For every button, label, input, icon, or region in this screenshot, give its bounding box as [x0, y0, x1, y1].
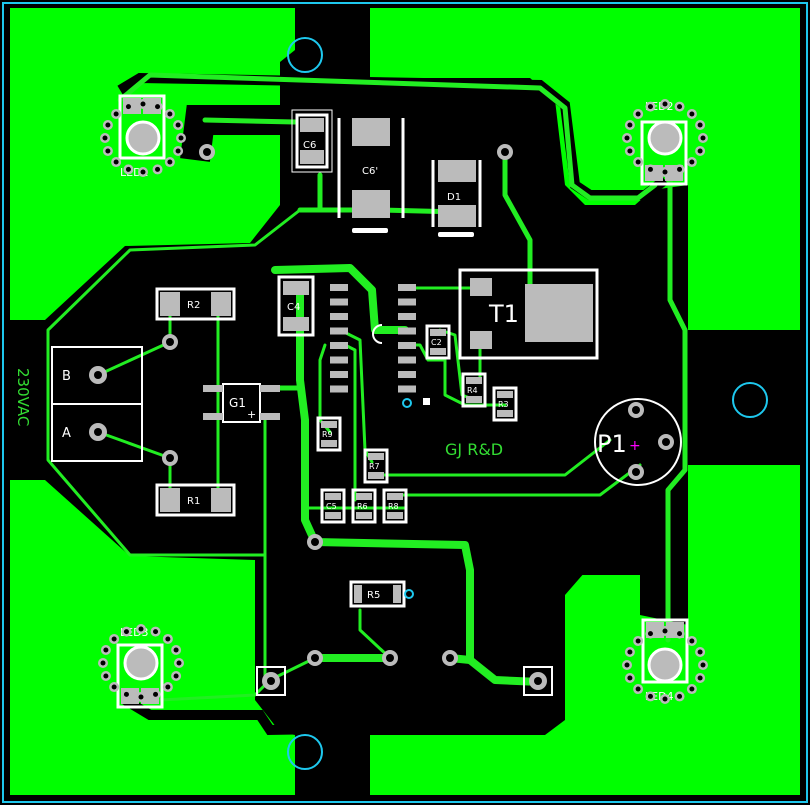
voltage-label: 230VAC: [14, 368, 32, 426]
c2-label: C2: [431, 338, 442, 347]
component-r8: R8: [382, 488, 408, 524]
ic-pin: [330, 342, 348, 349]
r3-label: R3: [498, 400, 509, 409]
copper-pour-top-left: [10, 8, 295, 320]
component-r9: R9: [316, 416, 342, 452]
vias: [162, 144, 513, 666]
terminal-b-label: B: [62, 369, 71, 384]
capacitor-c6: C6: [291, 109, 333, 173]
mounting-hole-bottom: [287, 734, 323, 770]
r1-label: R1: [187, 496, 200, 507]
terminal-a-label: A: [62, 426, 71, 441]
c4-label: C4: [287, 302, 300, 313]
mounting-hole-top: [287, 37, 323, 73]
c6-label: C6: [303, 140, 316, 151]
ic-pin: [398, 327, 416, 335]
pad-j1: [256, 666, 286, 696]
r7-label: R7: [369, 462, 380, 471]
t1-label: T1: [488, 300, 519, 328]
led-thermal-vias: [100, 99, 186, 177]
ic-pin: [398, 284, 416, 291]
copper-pours: [10, 8, 800, 795]
c5-label: C5: [326, 502, 337, 511]
pad-j2: [523, 666, 553, 696]
r9-label: R9: [322, 430, 333, 439]
ic-pin: [398, 298, 416, 306]
ic-pin: [330, 327, 348, 335]
ic-pin: [330, 313, 348, 320]
r4-label: R4: [467, 386, 478, 395]
traces: [46, 72, 688, 702]
svg-text:+: +: [247, 408, 256, 421]
pin1-square: [423, 398, 430, 405]
board-title: GJ R&D: [445, 440, 503, 459]
component-c2: C2: [425, 324, 451, 360]
component-c5: C5: [320, 488, 346, 524]
r2-label: R2: [187, 300, 200, 311]
ic-pin: [330, 385, 348, 393]
ic-pin: [398, 356, 416, 364]
ic-pin: [398, 313, 416, 320]
resistor-r1: R1: [155, 483, 236, 517]
ic-soic: [330, 284, 416, 393]
led-thermal-vias: [622, 99, 708, 177]
led-thermal-vias: [622, 626, 708, 704]
component-r4: R4: [461, 372, 487, 408]
terminal-block: B A: [51, 346, 143, 462]
copper-pour-top-right: [370, 8, 800, 330]
svg-text:+: +: [629, 438, 641, 454]
ic-pin: [330, 371, 348, 378]
potentiometer-p1: P1 +: [594, 398, 682, 486]
diode-d1: D1: [431, 160, 482, 237]
d1-label: D1: [447, 192, 461, 203]
r6-label: R6: [357, 502, 368, 511]
resistor-r2: R2: [155, 287, 236, 321]
ic-pin: [398, 342, 416, 349]
component-r7: R7: [363, 448, 389, 484]
ic-pin: [330, 284, 348, 291]
r8-label: R8: [388, 502, 399, 511]
copper-pour-bottom-right: [370, 465, 800, 795]
c6-prime-label: C6': [362, 166, 378, 177]
ic-pin: [398, 385, 416, 393]
r5-label: R5: [367, 590, 380, 601]
ic-orientation-mark: [372, 324, 383, 344]
g1-label: G1: [229, 396, 246, 410]
pin1-marker: [402, 398, 412, 408]
ic-pin: [330, 356, 348, 364]
capacitor-c4: C4: [277, 275, 315, 337]
resistor-r5: R5: [349, 580, 414, 608]
bridge-rectifier-g1: G1 +: [203, 383, 280, 423]
capacitor-c6-prime: C6': [337, 118, 405, 233]
led-thermal-vias: [98, 624, 184, 702]
ic-pin: [330, 298, 348, 306]
component-r6: R6: [351, 488, 377, 524]
component-r3: R3: [492, 386, 518, 422]
p1-label: P1: [597, 430, 627, 458]
transformer-t1: T1: [458, 268, 599, 360]
copper-pour-bottom-left: [10, 480, 295, 795]
ic-pin: [398, 371, 416, 378]
mounting-hole-right: [732, 382, 768, 418]
